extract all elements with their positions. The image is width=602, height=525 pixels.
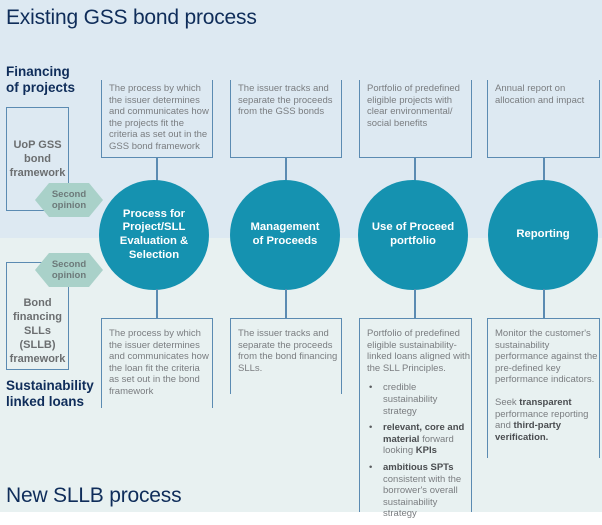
- bullet-item: ambitious SPTs consistent with the borro…: [367, 462, 471, 520]
- uop-gss-bond-framework-box: UoP GSS bond framework: [6, 107, 69, 211]
- stage-2-sllb-description-box: The issuer tracks and separate the proce…: [230, 318, 342, 394]
- stage-2-gss-description-box: The issuer tracks and separate the proce…: [230, 80, 342, 158]
- paragraph: Monitor the customer's sustainability pe…: [495, 328, 599, 386]
- text-line: bond: [24, 153, 51, 165]
- new-process-title: New SLLB process: [6, 484, 182, 507]
- label-line: linked loans: [6, 394, 85, 409]
- connector-line: [156, 289, 158, 319]
- text-run: forward looking: [383, 433, 454, 457]
- stage-3-gss-description-box: Portfolio of predefined eligible project…: [359, 80, 472, 158]
- stage-1-circle-evaluation-selection: Process for Project/SLL Evaluation & Sel…: [99, 180, 209, 290]
- stage-1-circle-label: Process for Project/SLL Evaluation & Sel…: [120, 208, 188, 262]
- stage-2-sllb-description: The issuer tracks and separate the proce…: [238, 328, 338, 374]
- text-line: financing: [13, 311, 62, 323]
- connector-line: [543, 289, 545, 319]
- sustainability-linked-loans-label: Sustainability linked loans: [6, 378, 94, 410]
- existing-process-title: Existing GSS bond process: [6, 6, 257, 29]
- stage-1-gss-description-box: The process by which the issuer determin…: [101, 80, 213, 158]
- sllb-framework-box: Bond financing SLLs (SLLB) framework: [6, 262, 69, 370]
- text-line: opinion: [51, 200, 87, 211]
- hexagon-shape: [35, 183, 103, 217]
- text-run: credible sustainability strategy: [383, 382, 438, 417]
- stage-4-gss-description-box: Annual report on allocation and impact: [487, 80, 600, 158]
- stage-3-circle-use-of-proceed-portfolio: Use of Proceed portfolio: [358, 180, 468, 290]
- emphasized-text: relevant, core and material: [383, 422, 465, 445]
- paragraph: Seek transparent performance reporting a…: [495, 397, 599, 443]
- text-line: Evaluation &: [119, 235, 189, 247]
- stage-1-sllb-description: The process by which the issuer determin…: [109, 328, 209, 397]
- text-run: Seek: [495, 396, 520, 408]
- connector-line: [414, 289, 416, 319]
- bullet-item: relevant, core and material forward look…: [367, 422, 471, 457]
- text-line: framework: [9, 353, 66, 365]
- text-run: Monitor the customer's sustainability pe…: [495, 328, 598, 386]
- stage-2-circle-management-of-proceeds: Management of Proceeds: [230, 180, 340, 290]
- stage-3-gss-description: Portfolio of predefined eligible project…: [367, 83, 460, 129]
- emphasized-text: transparent: [519, 396, 572, 408]
- text-line: Project/SLL: [122, 221, 186, 234]
- text-line: Bond: [23, 297, 52, 309]
- label-line: of projects: [6, 80, 76, 95]
- emphasized-text: third-party verification.: [495, 420, 561, 443]
- connector-line: [414, 158, 416, 182]
- stage-4-circle-reporting: Reporting: [488, 180, 598, 290]
- text-line: opinion: [51, 270, 87, 281]
- stage-4-circle-label: Reporting: [516, 228, 569, 242]
- text-line: Management: [250, 221, 320, 234]
- text-line: Selection: [128, 248, 180, 261]
- connector-line: [543, 158, 545, 182]
- emphasized-text: ambitious SPTs: [383, 461, 454, 473]
- text-line: portfolio: [390, 235, 436, 247]
- hexagon-shape: [35, 253, 103, 287]
- stage-3-circle-label: Use of Proceed portfolio: [372, 221, 454, 248]
- text-line: UoP GSS: [13, 139, 62, 151]
- text-line: Second: [51, 188, 87, 200]
- connector-line: [285, 289, 287, 319]
- stage-2-circle-label: Management of Proceeds: [250, 221, 319, 248]
- connector-line: [285, 158, 287, 182]
- label-line: Sustainability: [6, 378, 94, 393]
- stage-3-sllb-description: Portfolio of predefined eligible sustain…: [367, 328, 471, 525]
- stage-4-gss-description: Annual report on allocation and impact: [495, 83, 585, 106]
- text-line: Process for: [122, 207, 186, 220]
- stage-3-sllb-description-box: Portfolio of predefined eligible sustain…: [359, 318, 472, 519]
- stage-4-sllb-description: Monitor the customer's sustainability pe…: [495, 328, 599, 443]
- text-line: SLLs (SLLB): [19, 325, 56, 351]
- connector-line: [156, 158, 158, 182]
- sllb-framework-text: Bond financing SLLs (SLLB) framework: [7, 296, 68, 366]
- stage-1-gss-description: The process by which the issuer determin…: [109, 83, 209, 152]
- stage-3-sllb-intro: Portfolio of predefined eligible sustain…: [367, 328, 470, 374]
- uop-gss-bond-framework-text: UoP GSS bond framework: [7, 138, 68, 180]
- stage-4-sllb-description-box: Monitor the customer's sustainability pe…: [487, 318, 600, 458]
- stage-3-bullet-list: credible sustainability strategy relevant…: [367, 382, 471, 520]
- text-line: Reporting: [516, 228, 570, 241]
- text-run: consistent with the borrower's overall s…: [383, 473, 462, 520]
- stage-2-gss-description: The issuer tracks and separate the proce…: [238, 83, 333, 118]
- emphasized-text: KPIs: [415, 445, 437, 457]
- label-line: Financing: [6, 64, 70, 79]
- text-line: Use of Proceed: [371, 221, 455, 234]
- text-run: performance reporting and: [495, 408, 589, 432]
- financing-of-projects-label: Financing of projects: [6, 64, 75, 96]
- text-line: Second: [51, 258, 87, 270]
- text-line: framework: [9, 167, 66, 179]
- stage-1-sllb-description-box: The process by which the issuer determin…: [101, 318, 213, 408]
- bullet-item: credible sustainability strategy: [367, 382, 471, 417]
- text-line: of Proceeds: [252, 235, 318, 247]
